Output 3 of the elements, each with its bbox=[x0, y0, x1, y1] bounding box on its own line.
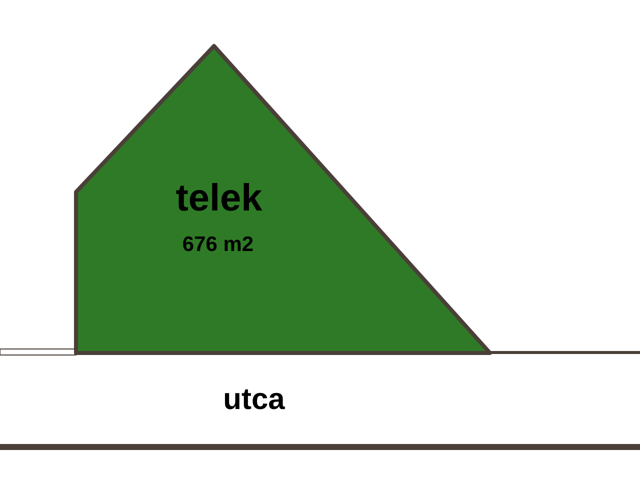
street-name: utca bbox=[223, 383, 285, 417]
plot-name: telek bbox=[176, 178, 262, 220]
area-label: 676 m2 bbox=[182, 233, 254, 257]
